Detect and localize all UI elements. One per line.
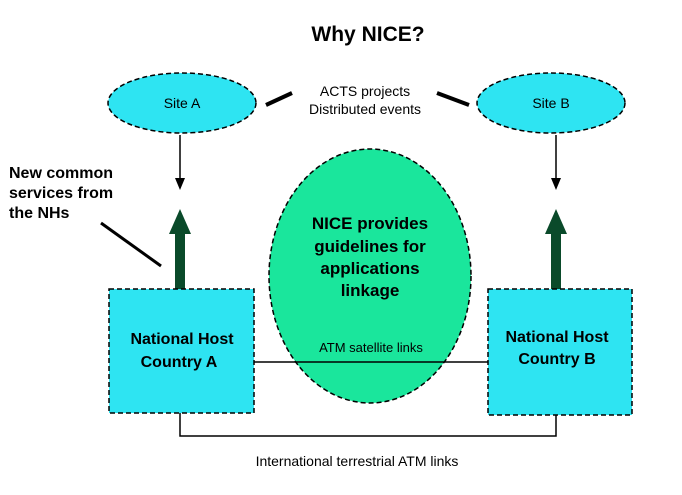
site-b-label: Site B	[532, 95, 569, 111]
new-services-pointer	[100, 221, 162, 268]
host-b-box	[487, 288, 633, 416]
host-b-line2: Country B	[518, 351, 595, 368]
note-pointer-left	[265, 91, 293, 107]
distributed-events-label: Distributed events	[309, 101, 421, 117]
diagram-title: Why NICE?	[311, 23, 424, 46]
nice-ellipse	[268, 148, 472, 404]
terrestrial-link-line	[179, 413, 557, 437]
new-services-line1: New common	[9, 165, 113, 182]
site-b-ellipse	[476, 72, 626, 134]
nice-line4: linkage	[341, 281, 400, 300]
site-a-ellipse	[107, 72, 257, 134]
host-a-line1: National Host	[130, 331, 234, 348]
host-a-line2: Country A	[141, 354, 218, 371]
host-a-box	[108, 288, 255, 414]
note-pointer-right	[436, 91, 470, 107]
terrestrial-link-label: International terrestrial ATM links	[256, 453, 459, 469]
new-services-line3: the NHs	[9, 205, 70, 222]
nice-line1: NICE provides	[312, 214, 428, 233]
new-services-line2: services from	[9, 185, 113, 202]
site-b-arrowhead	[551, 178, 561, 190]
host-a-up-arrow	[169, 209, 191, 289]
acts-projects-label: ACTS projects	[320, 83, 410, 99]
satellite-link-label: ATM satellite links	[319, 340, 423, 355]
host-b-line1: National Host	[505, 329, 609, 346]
site-a-arrowhead	[175, 178, 185, 190]
site-a-label: Site A	[164, 95, 201, 111]
nice-line2: guidelines for	[314, 237, 426, 256]
host-b-up-arrow	[545, 209, 567, 289]
nice-line3: applications	[320, 259, 419, 278]
